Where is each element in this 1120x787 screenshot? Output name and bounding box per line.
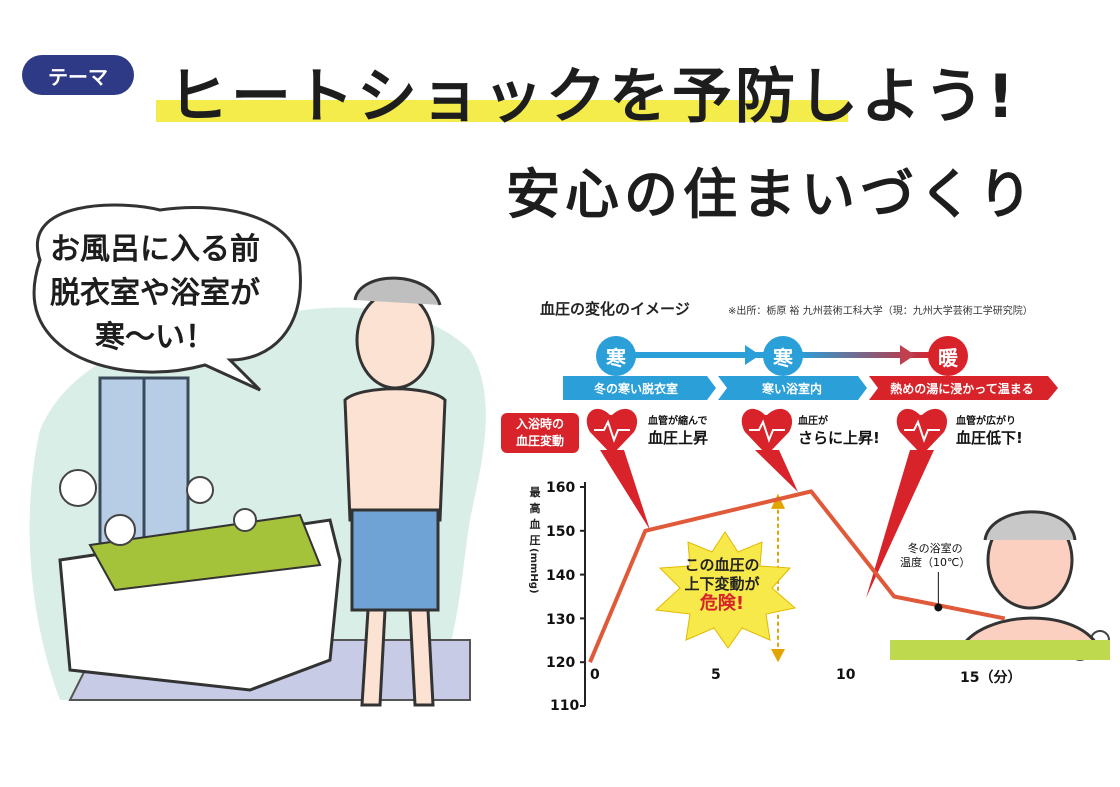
bp-note: 血管が縮んで 血圧上昇 xyxy=(648,414,708,446)
stage-banner-3 xyxy=(869,376,1058,400)
page-subtitle: 安心の住まいづくり xyxy=(506,163,1037,226)
chart-title: 血圧の変化のイメージ xyxy=(540,300,690,318)
y-axis-char: 圧 xyxy=(529,534,541,547)
speech-bubble xyxy=(32,203,302,392)
warning-burst xyxy=(654,531,797,649)
note-big: 血圧上昇 xyxy=(648,429,709,447)
y-tick-label: 110 xyxy=(550,698,580,714)
y-axis-char: 最 xyxy=(529,486,541,499)
y-axis-char: 血 xyxy=(529,518,541,531)
y-tick-label: 160 xyxy=(546,480,576,496)
range-arrow-head xyxy=(771,649,785,663)
y-tick-label: 130 xyxy=(546,612,576,628)
x-tick-label: 15（分） xyxy=(960,670,1022,686)
bp-label-line: 血圧変動 xyxy=(515,434,564,448)
speech-bubble-text: お風呂に入る前 脱衣室や浴室が 寒〜い！ xyxy=(30,228,280,360)
warning-line: 上下変動が xyxy=(684,575,760,593)
note-small: 血管が縮んで xyxy=(648,416,708,427)
heart-pointer xyxy=(600,450,650,530)
stage-label: 冬の寒い脱衣室 xyxy=(593,381,678,396)
winter-note-line: 温度（10℃） xyxy=(900,556,971,569)
theme-badge: テーマ xyxy=(22,55,134,95)
note-small: 血圧が xyxy=(798,416,828,427)
heart-pointer xyxy=(755,450,798,492)
bp-change-label: 入浴時の 血圧変動 xyxy=(501,413,579,453)
bubble-line: お風呂に入る前 xyxy=(50,232,260,267)
heart-pointer xyxy=(866,450,934,598)
note-big: さらに上昇! xyxy=(798,429,880,447)
steam-puffs xyxy=(59,469,1110,661)
y-axis-char: 高 xyxy=(529,502,541,515)
bubble-line: 寒〜い！ xyxy=(95,320,215,355)
winter-note-line: 冬の浴室の xyxy=(907,542,963,555)
y-tick-label: 150 xyxy=(546,524,576,540)
bp-note: 血管が広がり 血圧低下! xyxy=(956,414,1023,446)
stage-cold-icon: 寒 xyxy=(596,336,636,376)
stage-banner-2 xyxy=(718,376,867,400)
note-small: 血管が広がり xyxy=(956,416,1016,427)
stage-cold-icon: 寒 xyxy=(763,336,803,376)
warning-danger: 危険! xyxy=(699,593,745,614)
bath-water xyxy=(890,640,1110,660)
page-title: ヒートショックを予防しよう! xyxy=(168,62,1018,132)
stage-label: 熱めの湯に浸かって温まる xyxy=(890,381,1034,396)
bp-label-line: 入浴時の xyxy=(515,417,564,431)
note-big: 血圧低下! xyxy=(956,429,1023,447)
shivering-man xyxy=(343,276,447,707)
warning-text: この血圧の 上下変動が 危険! xyxy=(664,556,780,613)
chart-source: ※出所：栃原 裕 九州芸術工科大学（現：九州大学芸術工学研究院） xyxy=(728,306,1033,317)
y-axis-char: (mmHg) xyxy=(528,548,539,594)
x-tick-label: 0 xyxy=(590,667,600,683)
stage-label: 寒い浴室内 xyxy=(761,381,822,396)
stage-warm-icon: 暖 xyxy=(928,336,968,376)
x-tick-label: 10 xyxy=(836,667,856,683)
y-tick-label: 140 xyxy=(546,568,576,584)
y-axis-label: 最 高 血 圧 (mmHg) xyxy=(528,484,542,594)
y-tick-label: 120 xyxy=(546,655,576,671)
warning-line: この血圧の xyxy=(684,556,760,574)
title-highlight xyxy=(156,100,848,122)
x-tick-label: 5 xyxy=(711,667,721,683)
winter-bathroom-note: 冬の浴室の 温度（10℃） xyxy=(900,542,970,570)
bubble-line: 脱衣室や浴室が xyxy=(50,276,260,311)
bp-note: 血圧が さらに上昇! xyxy=(798,414,880,446)
stage-banner-1 xyxy=(563,376,716,400)
